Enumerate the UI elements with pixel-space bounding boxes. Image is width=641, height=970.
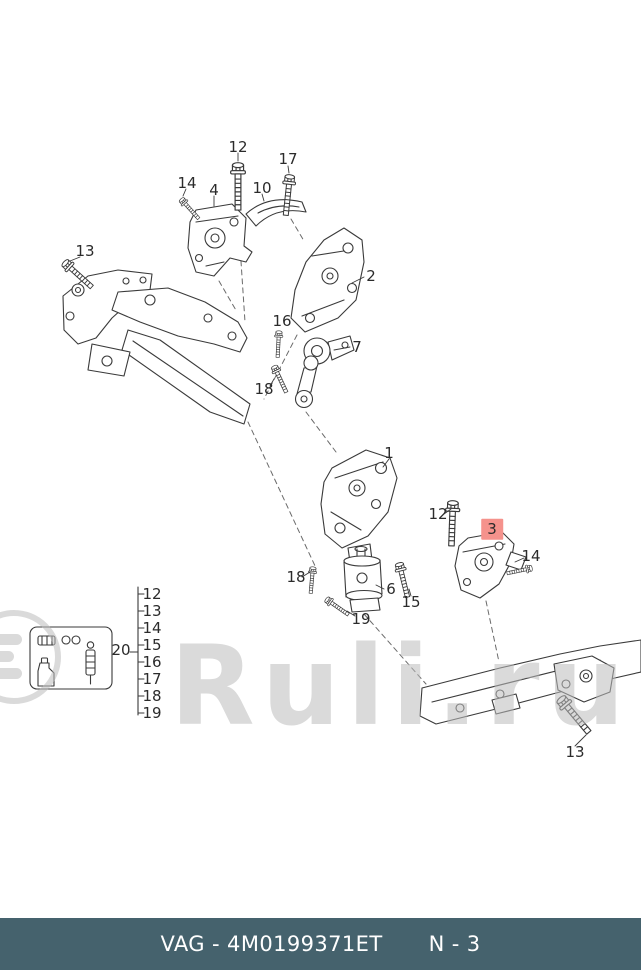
kit-item-15: 15 xyxy=(142,635,162,654)
callout-13: 13 xyxy=(75,241,95,260)
kit-item-12: 12 xyxy=(142,584,162,603)
part-mount-bracket-4 xyxy=(187,203,253,277)
callout-13: 13 xyxy=(565,742,585,761)
part-mount-3 xyxy=(454,531,527,599)
footer-page-ref: N - 3 xyxy=(428,932,481,956)
part-link xyxy=(294,355,319,409)
callout-12: 12 xyxy=(228,137,248,156)
callout-10: 10 xyxy=(252,178,272,197)
kit-item-13: 13 xyxy=(142,601,162,620)
kit-item-18: 18 xyxy=(142,686,162,705)
callout-14: 14 xyxy=(521,546,541,565)
part-bracket-2 xyxy=(290,227,365,333)
kit-item-17: 17 xyxy=(142,669,162,688)
watermark: Ruli.ru xyxy=(0,610,632,750)
kit-item-16: 16 xyxy=(142,652,162,671)
callout-2: 2 xyxy=(366,266,376,285)
callout-15: 15 xyxy=(401,592,421,611)
callout-7: 7 xyxy=(352,337,362,356)
callout-20: 20 xyxy=(111,640,131,659)
diagram-area: Ruli.ru 12 17 14 4 10 13 2 16 7 18 1 12 3 14 18 6 15 19 13… xyxy=(0,137,641,761)
kit-box-group xyxy=(29,586,145,716)
callout-17: 17 xyxy=(278,149,298,168)
watermark-text: Ruli.ru xyxy=(170,622,632,750)
part-cover-10 xyxy=(245,199,307,227)
part-subframe-rear xyxy=(419,639,641,725)
parts-diagram: Ruli.ru xyxy=(0,152,641,750)
callout-16: 16 xyxy=(272,311,292,330)
part-mount-6 xyxy=(343,545,383,613)
callout-18: 18 xyxy=(254,379,274,398)
callout-6: 6 xyxy=(386,579,396,598)
part-bracket-1 xyxy=(320,449,398,563)
callout-12: 12 xyxy=(428,504,448,523)
callout-4: 4 xyxy=(209,180,219,199)
footer-bar: VAG - 4M0199371ET N - 3 xyxy=(0,918,641,970)
callout-18: 18 xyxy=(286,567,306,586)
label-leader-ticks xyxy=(69,152,587,747)
kit-item-19: 19 xyxy=(142,703,162,722)
callout-3: 3 xyxy=(481,518,503,540)
callout-14: 14 xyxy=(177,173,197,192)
kit-item-14: 14 xyxy=(142,618,162,637)
callout-1: 1 xyxy=(384,443,394,462)
callout-19: 19 xyxy=(351,609,371,628)
footer-part-number: VAG - 4M0199371ET xyxy=(160,932,383,956)
watermark-logo-icon xyxy=(0,610,61,704)
part-subframe-front xyxy=(62,269,251,425)
